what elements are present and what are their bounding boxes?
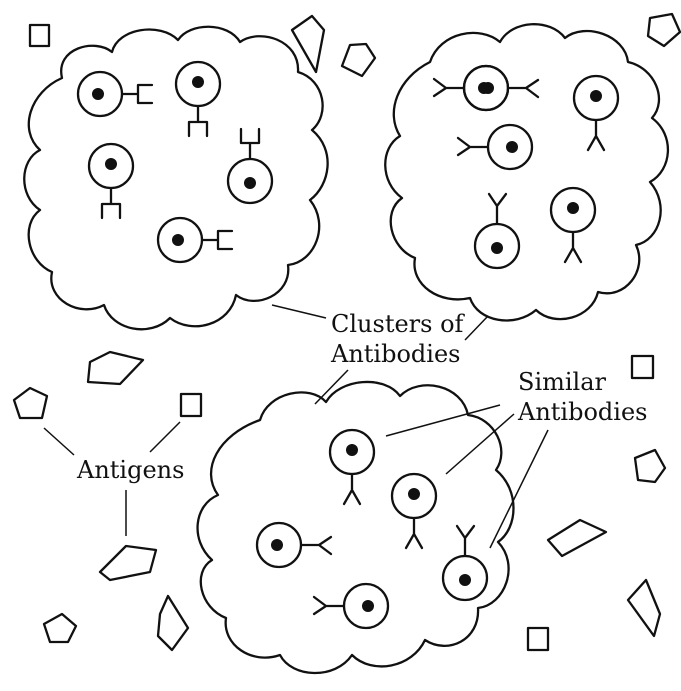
antigen-pentagon bbox=[646, 12, 681, 48]
antigen-polygon bbox=[290, 14, 326, 74]
antibody-cell bbox=[549, 186, 597, 264]
label-similar-line1: Similar bbox=[518, 368, 607, 396]
antibody-cell bbox=[462, 64, 540, 112]
antibody-cell bbox=[226, 127, 274, 205]
cluster-cloud-bottom bbox=[196, 380, 515, 675]
label-antigens: Antigens bbox=[76, 456, 184, 484]
antibody-cell bbox=[87, 142, 135, 220]
cluster-cloud-top-left bbox=[23, 25, 329, 331]
antibody-cell bbox=[174, 60, 222, 138]
antibody-cell-similar bbox=[328, 428, 376, 506]
antigen-polygon bbox=[546, 518, 608, 558]
antibody-cell bbox=[312, 582, 390, 630]
antigen-pentagon bbox=[12, 386, 49, 420]
label-clusters-line1: Clusters of bbox=[331, 310, 466, 338]
antigen-pentagon bbox=[633, 448, 667, 484]
antigen-square bbox=[526, 626, 550, 652]
antibody-cell bbox=[572, 74, 620, 152]
antigen-polygon bbox=[626, 578, 662, 638]
antibody-cell-similar bbox=[441, 524, 489, 602]
antigen-pentagon bbox=[42, 612, 78, 644]
antibody-cell-similar bbox=[390, 472, 438, 550]
antigen-square bbox=[630, 354, 655, 380]
antibody-cell bbox=[456, 123, 534, 171]
label-clusters-line2: Antibodies bbox=[330, 340, 460, 368]
antibody-cell bbox=[76, 70, 154, 118]
antigen-polygon bbox=[156, 594, 190, 652]
antigen-square bbox=[179, 392, 203, 418]
antigen-square bbox=[28, 23, 51, 48]
antibody-cell bbox=[255, 521, 333, 569]
antigen-pentagon bbox=[340, 42, 377, 78]
cluster-cloud-top-right bbox=[384, 23, 670, 322]
antigen-polygon bbox=[86, 350, 145, 386]
label-similar-line2: Antibodies bbox=[517, 398, 647, 426]
antigens-group bbox=[12, 12, 681, 652]
antibody-cell bbox=[156, 216, 234, 264]
antibody-cell bbox=[473, 192, 521, 270]
leader-lines bbox=[43, 304, 549, 549]
antigen-polygon bbox=[98, 544, 158, 582]
